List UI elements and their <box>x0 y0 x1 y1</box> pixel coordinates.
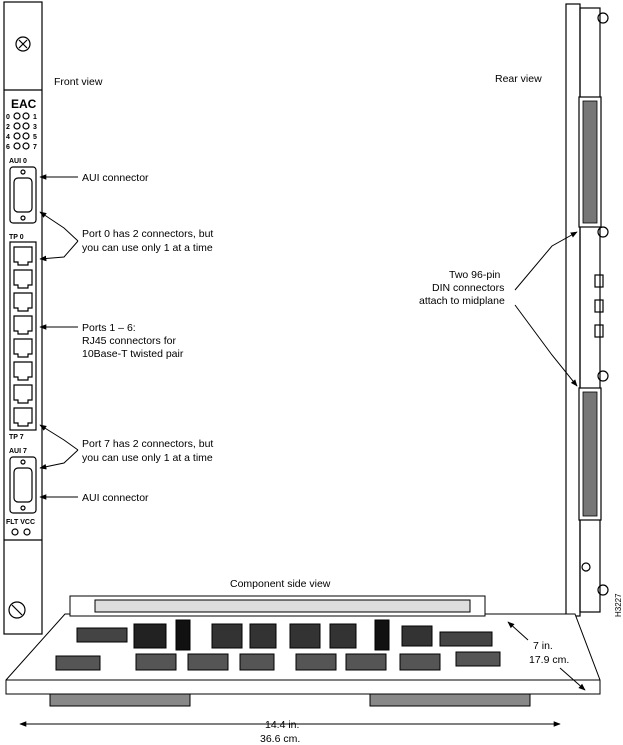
led-number-6: 6 <box>6 144 10 151</box>
callout-ports-line2: RJ45 connectors for <box>82 335 176 347</box>
rear-view-title: Rear view <box>495 73 542 85</box>
aui0-label: AUI 0 <box>9 158 27 165</box>
callout-aui-top: AUI connector <box>82 172 149 184</box>
component-view-title: Component side view <box>230 578 331 590</box>
led-number-1: 1 <box>33 114 37 121</box>
tp0-label: TP 0 <box>9 234 24 241</box>
flt-vcc-label: FLT VCC <box>6 519 35 526</box>
aui7-label: AUI 7 <box>9 448 27 455</box>
front-panel <box>3 1 43 635</box>
led-grid <box>13 112 30 150</box>
callout-port0-line2: you can use only 1 at a time <box>82 242 213 254</box>
figure-id: H3227 <box>614 593 623 617</box>
din-connector-bottom <box>578 387 602 521</box>
rj45-stack <box>9 241 37 431</box>
led-number-5: 5 <box>33 134 37 141</box>
bottom-screw-icon <box>8 601 26 619</box>
component-board <box>5 595 601 707</box>
length-inches: 14.4 in. <box>265 719 299 731</box>
callout-port7-line2: you can use only 1 at a time <box>82 452 213 464</box>
callout-ports-line1: Ports 1 – 6: <box>82 322 136 334</box>
led-number-0: 0 <box>6 114 10 121</box>
din-connector-top <box>578 96 602 228</box>
callout-aui-bottom: AUI connector <box>82 492 149 504</box>
led-number-3: 3 <box>33 124 37 131</box>
card-name: EAC <box>11 97 37 111</box>
led-number-4: 4 <box>6 134 10 141</box>
front-view-title: Front view <box>54 76 103 88</box>
callout-ports-line3: 10Base-T twisted pair <box>82 348 184 360</box>
aui7-connector <box>9 456 37 514</box>
callout-port7-line1: Port 7 has 2 connectors, but <box>82 438 213 450</box>
top-screw-icon <box>15 36 31 52</box>
led-number-7: 7 <box>33 144 37 151</box>
depth-cm: 17.9 cm. <box>529 654 569 666</box>
length-cm: 36.6 cm. <box>260 733 300 745</box>
tp7-label: TP 7 <box>9 434 24 441</box>
led-number-2: 2 <box>6 124 10 131</box>
din-label-line3: attach to midplane <box>419 295 505 307</box>
callout-port0-line1: Port 0 has 2 connectors, but <box>82 228 213 240</box>
depth-inches: 7 in. <box>533 640 553 652</box>
rear-panel <box>565 3 609 617</box>
aui0-connector <box>9 166 37 224</box>
din-label-line2: DIN connectors <box>432 282 504 294</box>
din-label-line1: Two 96-pin <box>449 269 501 281</box>
